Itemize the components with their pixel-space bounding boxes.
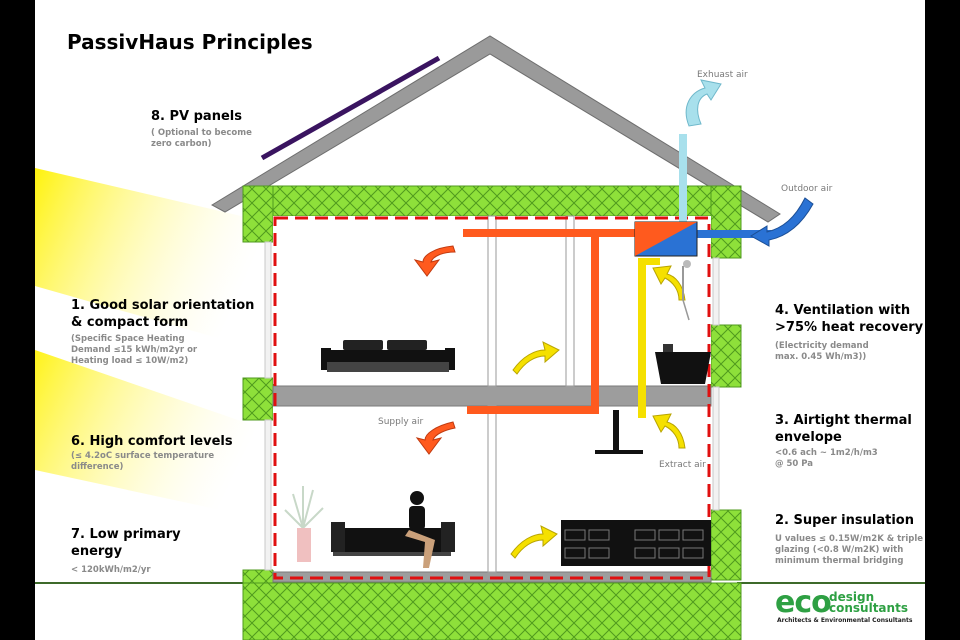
- extract-duct-top: [638, 258, 660, 265]
- principle-airtight-label: 3. Airtight thermal envelope: [775, 412, 912, 446]
- extract-duct-riser: [638, 258, 646, 418]
- principle-insulation-label-line-1: 2. Super insulation: [775, 513, 914, 528]
- partition-upper-right: [565, 215, 575, 387]
- supply-air-label: Supply air: [378, 417, 424, 427]
- principle-solar-label: 1. Good solar orientation & compact form: [71, 297, 254, 331]
- principle-ventilation-label: 4. Ventilation with >75% heat recovery: [775, 302, 923, 336]
- supply-duct-lower: [467, 406, 599, 414]
- principle-primary-energy-detail-line-1: < 120kWh/m2/yr: [71, 565, 151, 575]
- outdoor-air-arrow: [750, 197, 814, 247]
- partition-upper-left: [487, 215, 497, 387]
- principle-ventilation-label-line-2: >75% heat recovery: [775, 320, 924, 335]
- principle-insulation-detail-line-3: minimum thermal bridging: [775, 556, 904, 566]
- principle-solar-detail-line-2: Demand ≤15 kWh/m2yr or: [71, 345, 198, 355]
- page-title: PassivHaus Principles: [67, 30, 313, 54]
- heat-recovery-unit: [634, 221, 698, 257]
- bathtub: [655, 344, 711, 384]
- roof: [210, 35, 781, 223]
- extract-arrow-upper-right: [652, 265, 686, 301]
- supply-duct-top: [463, 229, 638, 237]
- principle-comfort-detail-line-1: (≤ 4.2oC surface temperature: [71, 451, 215, 461]
- roof-insulation: [242, 185, 742, 217]
- extract-arrow-lower-right: [652, 413, 686, 449]
- principle-comfort-detail: (≤ 4.2oC surface temperature difference): [71, 451, 214, 473]
- partition-lower: [487, 405, 497, 573]
- supply-arrow-lower: [415, 421, 456, 455]
- principle-pv-label: 8. PV panels: [151, 108, 242, 125]
- principle-pv-detail-line-2: zero carbon): [151, 139, 212, 149]
- principle-airtight-detail-line-1: <0.6 ach ~ 1m2/h/m3: [775, 448, 878, 458]
- principle-airtight-detail: <0.6 ach ~ 1m2/h/m3 @ 50 Pa: [775, 448, 878, 470]
- principle-comfort-label: 6. High comfort levels: [71, 433, 233, 450]
- wall-insulation-right-bottom: [710, 509, 742, 581]
- principle-airtight-detail-line-2: @ 50 Pa: [775, 459, 813, 469]
- glazing-left-lower: [264, 419, 272, 571]
- logo-tagline: Architects & Environmental Consultants: [777, 617, 913, 624]
- principle-primary-energy-label: 7. Low primary energy: [71, 526, 181, 560]
- principle-primary-energy-label-line-1: 7. Low primary: [71, 527, 181, 542]
- wall-insulation-right-mid: [710, 324, 742, 388]
- principle-primary-energy-label-line-2: energy: [71, 544, 123, 559]
- principle-airtight-label-line-2: envelope: [775, 430, 842, 445]
- principle-pv-detail-line-1: ( Optional to become: [151, 128, 252, 138]
- principle-solar-detail-line-1: (Specific Space Heating: [71, 334, 185, 344]
- principle-insulation-detail: U values ≤ 0.15W/m2K & triple glazing (<…: [775, 534, 923, 567]
- logo-eco: eco: [775, 585, 832, 620]
- seated-person: [405, 491, 435, 568]
- principle-insulation-label: 2. Super insulation: [775, 512, 914, 529]
- principle-pv-detail: ( Optional to become zero carbon): [151, 128, 252, 150]
- bed: [321, 340, 455, 372]
- principle-solar-label-line-1: 1. Good solar orientation: [71, 298, 255, 313]
- supply-duct-riser: [591, 229, 599, 413]
- glazing-right-lower: [712, 386, 720, 511]
- plant: [284, 486, 324, 562]
- extract-arrow-upper-left: [512, 341, 560, 375]
- wall-insulation-left-mid: [242, 377, 274, 421]
- principle-solar-detail-line-3: Heating load ≤ 10W/m2): [71, 356, 189, 366]
- house-illustration: [35, 35, 925, 640]
- wall-insulation-right-top: [710, 185, 742, 259]
- foundation-insulation: [242, 582, 742, 640]
- principle-comfort-detail-line-2: difference): [71, 462, 124, 472]
- sunlight-beam-lower: [35, 350, 267, 520]
- principle-ventilation-detail-line-1: (Electricity demand: [775, 341, 869, 351]
- outdoor-air-label: Outdoor air: [781, 184, 833, 194]
- principle-primary-energy-detail: < 120kWh/m2/yr: [71, 565, 151, 576]
- extract-arrow-lower-left: [510, 525, 558, 559]
- outdoor-air-duct: [687, 230, 771, 238]
- diagram-canvas: PassivHaus Principles 8. PV panels ( Opt…: [35, 0, 925, 640]
- principle-solar-detail: (Specific Space Heating Demand ≤15 kWh/m…: [71, 334, 197, 367]
- logo-design: design: [829, 590, 875, 604]
- principle-insulation-detail-line-2: glazing (<0.8 W/m2K) with: [775, 545, 904, 555]
- pv-panel: [260, 55, 441, 161]
- glazing-left-upper: [264, 241, 272, 379]
- airtight-envelope-line: [273, 216, 711, 580]
- logo-consultants: consultants: [829, 601, 908, 615]
- principle-comfort-label-line-1: 6. High comfort levels: [71, 434, 233, 449]
- tv-stand: [595, 410, 643, 454]
- principle-solar-label-line-2: & compact form: [71, 315, 189, 330]
- principle-pv-label-line-1: 8. PV panels: [151, 109, 242, 124]
- extract-air-label: Extract air: [659, 460, 706, 470]
- glazing-right-upper: [712, 257, 720, 326]
- principle-airtight-label-line-1: 3. Airtight thermal: [775, 413, 912, 428]
- principle-insulation-detail-line-1: U values ≤ 0.15W/m2K & triple: [775, 534, 924, 544]
- principle-ventilation-detail: (Electricity demand max. 0.45 Wh/m3)): [775, 341, 869, 363]
- kitchen-units: [561, 520, 711, 566]
- sunlight-beam-upper: [35, 168, 267, 352]
- wall-insulation-left-top: [242, 185, 274, 243]
- exhaust-air-label: Exhuast air: [697, 70, 748, 80]
- principle-ventilation-label-line-1: 4. Ventilation with: [775, 303, 911, 318]
- exhaust-duct: [679, 134, 687, 226]
- exhaust-air-arrow: [685, 79, 722, 127]
- shower: [682, 260, 691, 321]
- supply-arrow-upper: [413, 245, 456, 277]
- principle-ventilation-detail-line-2: max. 0.45 Wh/m3)): [775, 352, 867, 362]
